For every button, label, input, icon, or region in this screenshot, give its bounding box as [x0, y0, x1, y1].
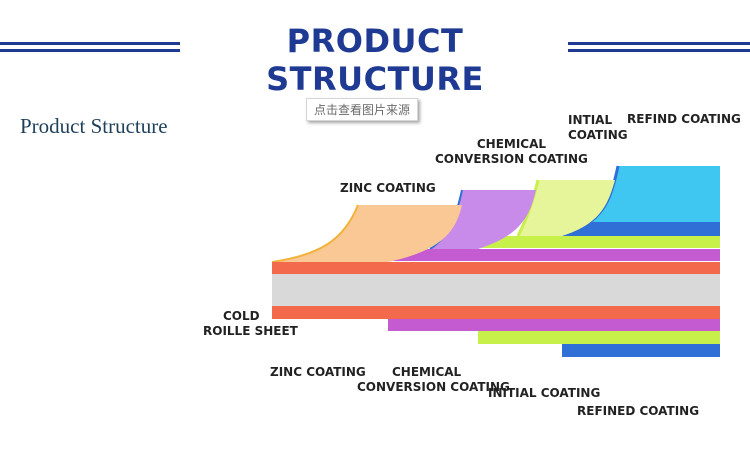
- chemical-coating-shoulder: [430, 190, 536, 249]
- initial-coating-shoulder: [518, 180, 615, 236]
- label-cold-line2: ROILLE SHEET: [203, 324, 298, 338]
- diagram-subtitle: Product Structure: [20, 114, 168, 138]
- chemical-coating-bottom-layer: [388, 319, 720, 331]
- zinc-coating-shoulder: [272, 205, 462, 262]
- refined-coating-shoulder: [590, 166, 720, 222]
- image-source-tooltip[interactable]: 点击查看图片来源: [306, 98, 419, 121]
- label-refind-top: REFIND COATING: [627, 112, 741, 126]
- initial-coating-bottom-layer: [478, 331, 720, 344]
- zinc-coating-top-layer: [272, 262, 720, 274]
- page-title: PRODUCT STRUCTURE: [266, 22, 484, 98]
- header: PRODUCT STRUCTURE: [0, 0, 750, 98]
- label-initial-bottom: INITIAL COATING: [488, 386, 601, 400]
- label-refined-bottom: REFINED COATING: [577, 404, 700, 418]
- label-cold-rolled-sheet: COLD ROILLE SHEET: [203, 309, 298, 339]
- header-rule-left: [0, 42, 180, 52]
- zinc-coating-edge: [271, 204, 359, 263]
- label-chemical-top: CHEMICAL CONVERSION COATING: [435, 137, 588, 167]
- label-chemical-top-line2: CONVERSION COATING: [435, 152, 588, 166]
- refined-coating-top-layer: [562, 222, 720, 236]
- label-cold-line1: COLD: [223, 309, 260, 323]
- zinc-coating-bottom-layer: [272, 306, 720, 319]
- initial-coating-top-layer: [478, 236, 720, 248]
- refined-coating-bottom-layer: [562, 344, 720, 357]
- header-rule-right: [568, 42, 750, 52]
- label-chemical-bottom: CHEMICAL CONVERSION COATING: [357, 365, 510, 395]
- cold-rolled-core: [272, 274, 720, 306]
- label-chemical-bottom-line2: CONVERSION COATING: [357, 380, 510, 394]
- chemical-coating-top-layer: [388, 249, 720, 261]
- label-chemical-top-line1: CHEMICAL: [476, 137, 547, 151]
- label-initial-top-line2: COATING: [568, 128, 628, 142]
- label-chemical-bottom-line1: CHEMICAL: [392, 365, 462, 379]
- label-zinc-bottom: ZINC COATING: [270, 365, 366, 379]
- label-zinc-top: ZINC COATING: [340, 181, 436, 195]
- label-initial-top-line1: INTIAL: [568, 113, 613, 127]
- label-initial-top: INTIAL COATING: [568, 113, 628, 143]
